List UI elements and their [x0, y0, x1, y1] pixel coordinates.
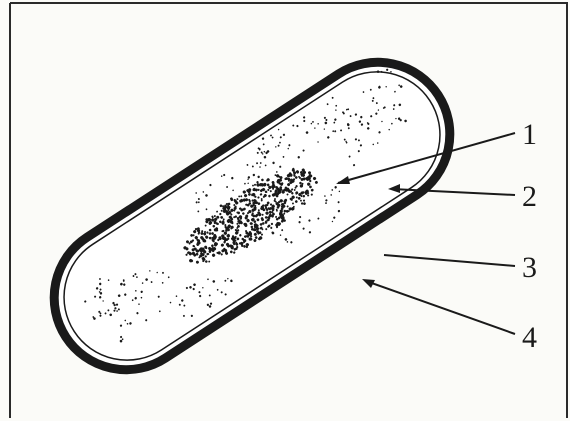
label-3: 3	[522, 251, 537, 284]
label-1: 1	[522, 118, 537, 151]
label-4: 4	[522, 321, 537, 354]
leader-line-4	[366, 281, 515, 334]
label-2: 2	[522, 180, 537, 213]
arrowhead-4	[362, 279, 375, 288]
bacterium-cell	[27, 35, 478, 398]
leader-line-3	[384, 255, 515, 266]
